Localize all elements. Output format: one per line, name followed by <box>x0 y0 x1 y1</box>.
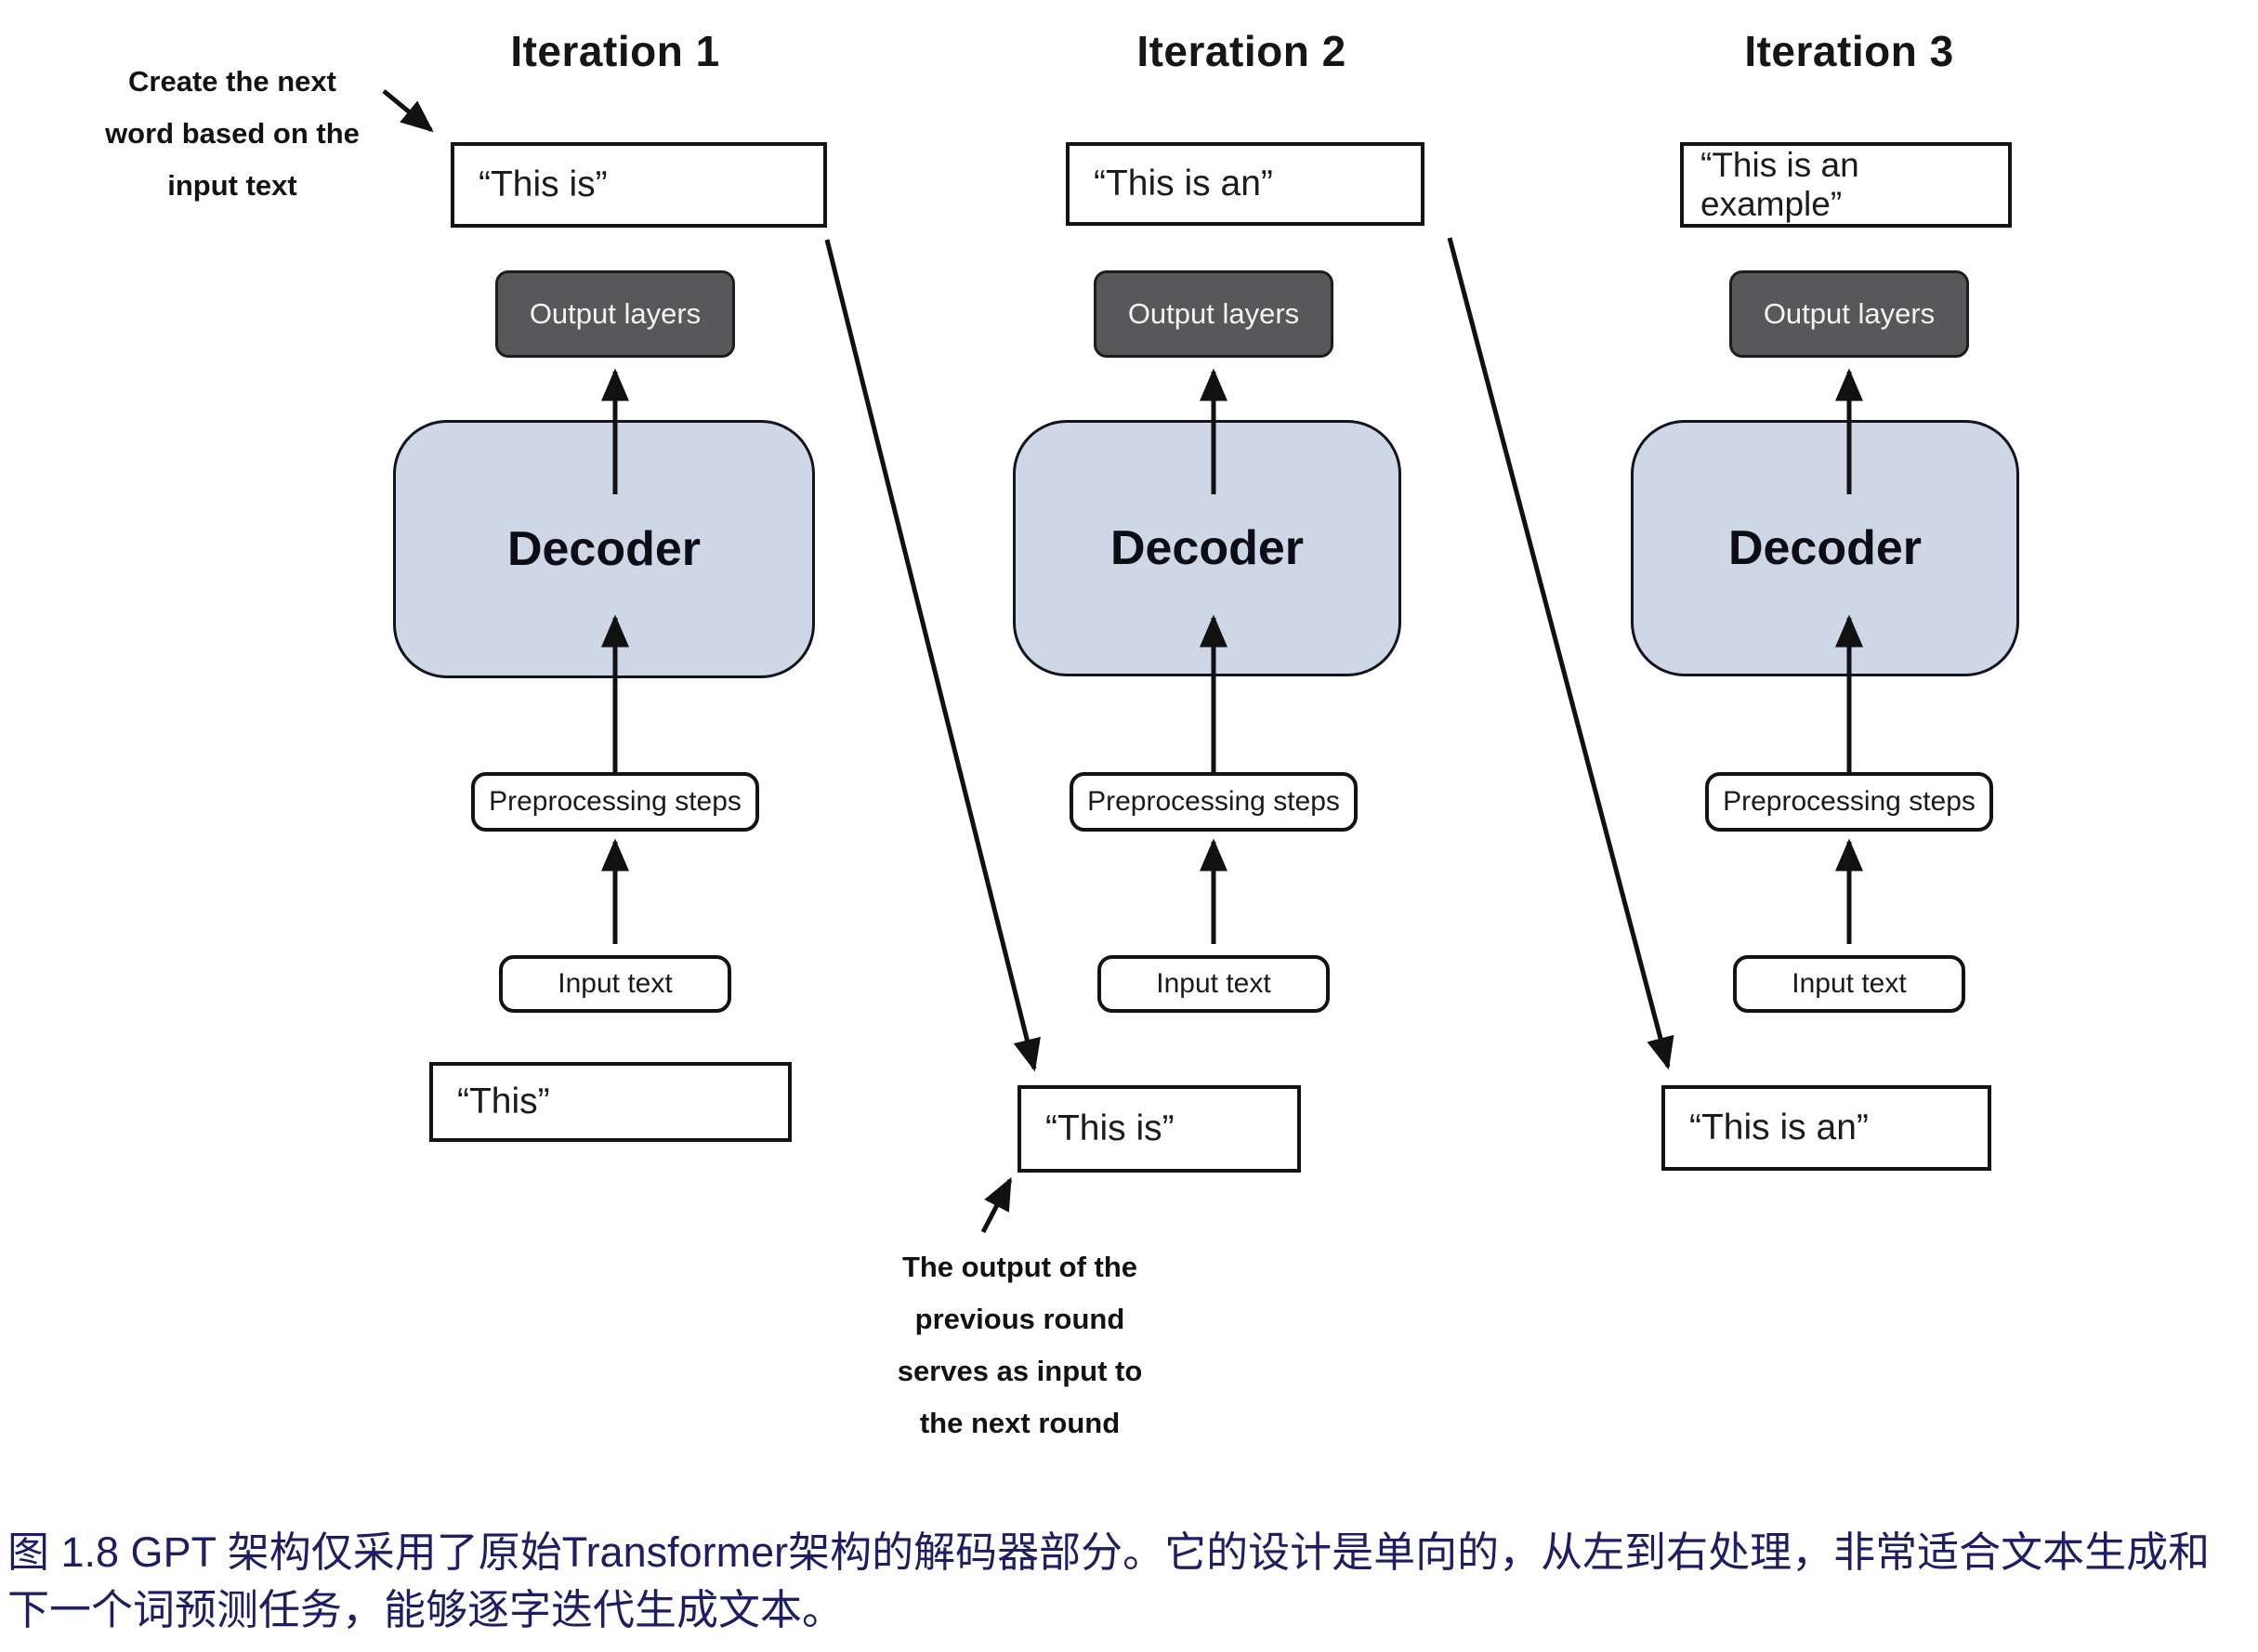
arrow-iteration2-output-to-iteration3-input <box>1447 237 1674 1070</box>
iteration-2-preprocessing-box: Preprocessing steps <box>1070 772 1358 832</box>
iteration-3-preprocessing-box: Preprocessing steps <box>1705 772 1993 832</box>
iteration-2-input-text-box: Input text <box>1097 955 1330 1013</box>
iteration-3-output-text-box: “This is an example” <box>1680 142 2012 228</box>
arrow-bottom-annotation-pointer <box>980 1176 1013 1234</box>
iteration-1-input-text-box: Input text <box>499 955 731 1013</box>
iteration-1-input-quote-box: “This” <box>429 1062 792 1142</box>
iteration-2-output-layers-box: Output layers <box>1094 270 1333 358</box>
annotation-top-line-1: Create the next <box>128 65 336 98</box>
annotation-bottom-line-2: previous round <box>914 1303 1125 1335</box>
annotation-top-line-2: word based on the <box>105 117 360 150</box>
annotation-output-serves-input: The output of the previous round serves … <box>878 1241 1162 1449</box>
iteration-1-output-text-box: “This is” <box>451 142 827 228</box>
annotation-bottom-line-3: serves as input to <box>897 1355 1143 1387</box>
iteration-1-preprocessing-box: Preprocessing steps <box>471 772 759 832</box>
iteration-3-decoder-box: Decoder <box>1631 420 2019 676</box>
iteration-1-output-layers-box: Output layers <box>495 270 735 358</box>
iteration-2-output-text-box: “This is an” <box>1066 142 1424 226</box>
iteration-3-input-quote-box: “This is an” <box>1661 1085 1991 1171</box>
iteration-3-input-text-box: Input text <box>1733 955 1965 1013</box>
annotation-bottom-line-4: the next round <box>919 1407 1121 1439</box>
annotation-create-next-word: Create the next word based on the input … <box>88 56 376 212</box>
iteration-3-output-layers-box: Output layers <box>1729 270 1969 358</box>
arrow-top-annotation-pointer <box>382 89 434 133</box>
annotation-bottom-line-1: The output of the <box>901 1251 1138 1283</box>
annotation-top-line-3: input text <box>167 169 297 202</box>
arrow-iteration1-output-to-iteration2-input <box>824 239 1041 1072</box>
iteration-2-title: Iteration 2 <box>1136 27 1346 75</box>
iteration-3-title: Iteration 3 <box>1744 27 1954 75</box>
iteration-2-input-quote-box: “This is” <box>1017 1085 1301 1173</box>
iteration-1-decoder-box: Decoder <box>393 420 815 678</box>
iteration-2-decoder-box: Decoder <box>1013 420 1401 676</box>
figure-caption: 图 1.8 GPT 架构仅采用了原始Transformer架构的解码器部分。它的… <box>7 1528 2211 1633</box>
iteration-1-title: Iteration 1 <box>510 27 720 75</box>
